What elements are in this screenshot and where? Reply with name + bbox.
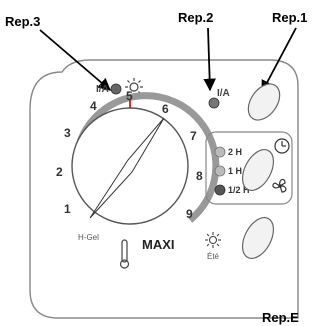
summer-sun-icon: [205, 232, 221, 248]
h-gel-label: H-Gel: [78, 233, 99, 242]
dial-number-7: 7: [190, 129, 197, 143]
summer-mode-button[interactable]: [236, 212, 280, 263]
maxi-label: MAXI: [142, 237, 175, 252]
timer-label-1h: 1 H: [228, 166, 242, 176]
fan-icon: [272, 178, 287, 193]
timer-group-box: [205, 131, 293, 205]
onoff-label: I/A: [217, 88, 230, 99]
thermometer-icon: [119, 239, 130, 269]
dial-number-4: 4: [90, 99, 97, 113]
callout-rep2: Rep.2: [178, 10, 213, 25]
indicator-light-left: [110, 83, 122, 95]
callout-repE: Rep.E: [262, 310, 299, 325]
timer-led-1h: [214, 165, 226, 177]
onoff-button[interactable]: [242, 78, 286, 126]
callout-rep3: Rep.3: [5, 14, 40, 29]
arrow-rep1: [261, 27, 297, 94]
summer-label: Été: [207, 252, 220, 261]
dial-number-3: 3: [64, 126, 71, 140]
arrow-rep3: [39, 29, 111, 91]
dial-number-9: 9: [186, 207, 193, 221]
dial-number-8: 8: [196, 169, 203, 183]
thermostat-dial[interactable]: [71, 107, 189, 225]
dial-number-1: 1: [64, 202, 71, 216]
dial-number-6: 6: [162, 102, 169, 116]
timer-led-2h: [214, 146, 226, 158]
dial-number-5: 5: [126, 89, 133, 103]
timer-label-2h: 2 H: [228, 147, 242, 157]
arrow-rep2: [203, 27, 216, 92]
callout-rep1: Rep.1: [272, 10, 307, 25]
onoff-indicator-light: [208, 97, 220, 109]
dial-pointer: [89, 117, 165, 219]
onoff-label-left: I/A: [96, 84, 109, 95]
clock-icon: [274, 138, 290, 154]
timer-button[interactable]: [236, 144, 280, 195]
timer-led-half-h: [214, 184, 226, 196]
dial-number-2: 2: [56, 165, 63, 179]
timer-label-half-h: 1/2 H: [228, 185, 250, 195]
